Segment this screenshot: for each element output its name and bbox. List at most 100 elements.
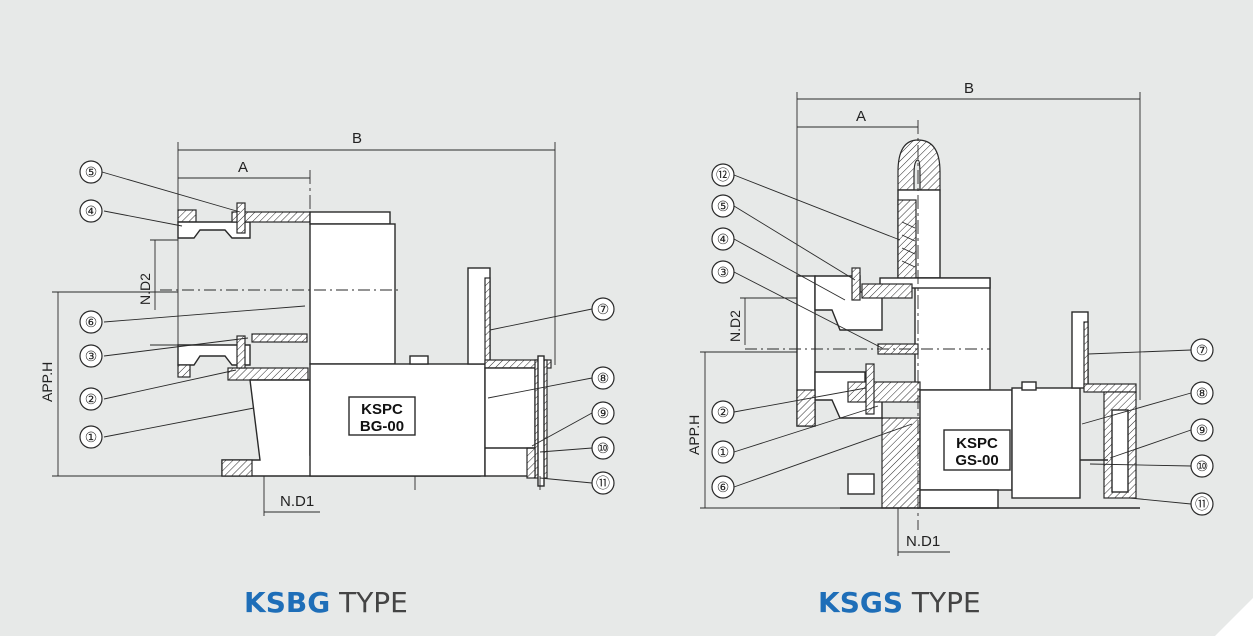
ksgs-nameplate-line1: KSPC xyxy=(956,435,998,452)
ksgs-body-upper xyxy=(914,277,991,391)
callout-11 xyxy=(591,471,615,495)
svg-text:④: ④ xyxy=(717,231,730,247)
top-lug xyxy=(409,355,429,365)
ksgs-drawing: KSPC GS-00 B A APP.H N.D2 N.D1 xyxy=(686,80,1214,556)
ksgs-dim-apph-label: APP.H xyxy=(686,415,702,455)
folded-corner xyxy=(1215,598,1253,636)
callout-9 xyxy=(591,401,615,425)
lower-flange-lip xyxy=(177,364,191,378)
ksbg-drawing: KSPC BG-00 B A APP.H N.D2 N.D1 xyxy=(39,130,615,516)
callout-5 xyxy=(79,160,103,184)
svg-text:③: ③ xyxy=(85,348,98,364)
upper-bolt xyxy=(236,202,246,234)
spring-coils xyxy=(901,221,916,268)
ksgs-leaders xyxy=(733,174,1192,505)
ksgs-outlet-inner xyxy=(1111,409,1129,493)
seat-gasket xyxy=(227,367,309,381)
ksgs-base-wall xyxy=(881,417,921,509)
upper-flange xyxy=(177,221,251,239)
ksgs-dim-b-label: B xyxy=(964,80,974,97)
ksgs-callout-5 xyxy=(711,194,735,218)
ksbg-nameplate-line2: BG-00 xyxy=(360,418,404,435)
callout-6 xyxy=(79,310,103,334)
ksbg-caption-type: TYPE xyxy=(330,586,408,619)
ksgs-horizontal-wall xyxy=(1083,383,1137,393)
ksbg-caption-model: KSBG xyxy=(244,586,331,619)
ksgs-dim-nd2-label: N.D2 xyxy=(727,310,743,342)
ksgs-callout-11 xyxy=(1190,492,1214,516)
callout-4 xyxy=(79,199,103,223)
callout-1 xyxy=(79,425,103,449)
lower-bolt xyxy=(236,335,246,369)
dim-a-label: A xyxy=(238,159,248,176)
svg-text:⑨: ⑨ xyxy=(1196,422,1209,438)
svg-text:⑦: ⑦ xyxy=(597,301,610,317)
callout-8 xyxy=(591,366,615,390)
svg-text:⑩: ⑩ xyxy=(597,440,610,456)
vertical-pipe-wall xyxy=(484,277,491,365)
callout-2 xyxy=(79,387,103,411)
upper-cap xyxy=(309,211,391,225)
valve-body-upper xyxy=(309,223,396,365)
ksgs-callouts: ⑫ ⑤ ④ ③ ② ① ⑥ ⑦ ⑧ ⑨ ⑩ ⑪ xyxy=(711,163,1214,516)
inlet-flange-hatch xyxy=(796,389,816,427)
ksgs-callout-3 xyxy=(711,260,735,284)
ksgs-caption-model: KSGS xyxy=(818,586,904,619)
ksgs-callout-4 xyxy=(711,227,735,251)
ksgs-base-plate xyxy=(919,489,999,509)
ksgs-caption-type: TYPE xyxy=(903,586,981,619)
dim-nd2-label: N.D2 xyxy=(137,273,153,305)
svg-text:⑧: ⑧ xyxy=(1196,385,1209,401)
ksbg-caption: KSBG TYPE xyxy=(244,586,408,619)
svg-text:⑦: ⑦ xyxy=(1196,342,1209,358)
ksgs-callout-8 xyxy=(1190,381,1214,405)
svg-text:⑪: ⑪ xyxy=(596,475,610,491)
base-flange xyxy=(221,459,253,477)
callout-10 xyxy=(591,436,615,460)
ksgs-caption: KSGS TYPE xyxy=(818,586,981,619)
ksgs-callout-2 xyxy=(711,400,735,424)
ksgs-nameplate-line2: GS-00 xyxy=(955,452,998,469)
ksbg-leaders xyxy=(101,171,593,484)
drain-block xyxy=(526,447,536,479)
dim-b-label: B xyxy=(352,130,362,147)
svg-text:②: ② xyxy=(85,391,98,407)
svg-text:⑥: ⑥ xyxy=(717,479,730,495)
stud-bolt xyxy=(537,355,545,487)
ksgs-callout-7 xyxy=(1190,338,1214,362)
callout-3 xyxy=(79,344,103,368)
ksgs-callout-9 xyxy=(1190,418,1214,442)
svg-text:⑥: ⑥ xyxy=(85,314,98,330)
svg-text:①: ① xyxy=(717,444,730,460)
ksgs-upper-bolt xyxy=(851,267,861,301)
ksbg-nameplate xyxy=(348,396,416,436)
seat-ring xyxy=(251,333,308,343)
dim-nd1-label: N.D1 xyxy=(280,493,314,510)
ksgs-foot xyxy=(847,473,875,495)
callout-7 xyxy=(591,297,615,321)
ksgs-callout-1 xyxy=(711,440,735,464)
ksgs-callout-6 xyxy=(711,475,735,499)
dim-apph-label: APP.H xyxy=(39,362,55,402)
ksgs-cover xyxy=(879,277,991,289)
svg-text:②: ② xyxy=(717,404,730,420)
upper-flange-left xyxy=(177,209,197,223)
ksgs-dim-a-label: A xyxy=(856,108,866,125)
ksbg-callouts: ⑤ ④ ⑥ ③ ② ① ⑦ ⑧ ⑨ ⑩ ⑪ xyxy=(79,160,615,495)
ksgs-callout-12 xyxy=(711,163,735,187)
svg-text:④: ④ xyxy=(85,203,98,219)
svg-text:⑫: ⑫ xyxy=(716,167,730,183)
svg-text:⑪: ⑪ xyxy=(1195,496,1209,512)
ksgs-lower-bolt xyxy=(865,363,875,415)
ksgs-top-lug xyxy=(1021,381,1037,391)
ksgs-pipe-wall xyxy=(1083,321,1089,389)
bonnet-cap xyxy=(897,139,941,191)
svg-text:⑤: ⑤ xyxy=(717,198,730,214)
ksbg-nameplate-line1: KSPC xyxy=(361,401,403,418)
svg-text:⑤: ⑤ xyxy=(85,164,98,180)
svg-text:⑧: ⑧ xyxy=(597,370,610,386)
ksgs-outlet-chamber xyxy=(1011,387,1081,499)
ksgs-callout-10 xyxy=(1190,454,1214,478)
